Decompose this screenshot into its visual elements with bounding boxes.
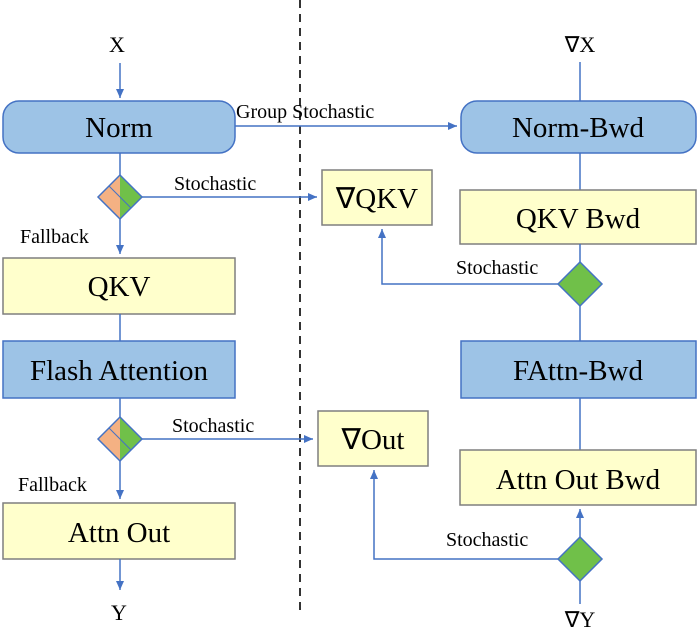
flash-attention-label: Flash Attention (30, 355, 209, 387)
stochastic-label-out: Stochastic (172, 415, 254, 437)
arrow-stochastic-bwd-to-grad-qkv (378, 229, 558, 285)
stochastic-label-bwd-qkv: Stochastic (456, 257, 538, 279)
decision-diamond-1 (96, 173, 144, 221)
fattn-bwd-label: FAttn-Bwd (513, 355, 643, 387)
output-y-label: Y (111, 600, 127, 625)
qkv-bwd-label: QKV Bwd (516, 203, 641, 235)
attn-out-label: Attn Out (68, 517, 170, 549)
attn-out-bwd-box (459, 449, 697, 506)
grad-x-label: ∇X (564, 32, 596, 57)
norm-bwd-label: Norm-Bwd (512, 112, 645, 144)
grad-out-label: ∇Out (341, 424, 405, 456)
grad-qkv-label: ∇QKV (335, 183, 418, 215)
stochastic-label-bwd-out: Stochastic (446, 529, 528, 551)
norm-bwd-box (460, 100, 697, 154)
attn-out-bwd-label: Attn Out Bwd (496, 464, 661, 496)
stochastic-label-qkv: Stochastic (174, 173, 256, 195)
arrow-stochastic-bwd-to-grad-out (370, 470, 558, 560)
decision-diamond-3 (556, 260, 604, 308)
fallback-label-2: Fallback (18, 474, 87, 496)
fattn-bwd-box (460, 340, 697, 399)
qkv-bwd-box (459, 189, 697, 245)
grad-qkv-box (321, 169, 433, 226)
grad-y-label: ∇Y (564, 607, 596, 632)
fallback-label-1: Fallback (20, 226, 89, 248)
qkv-label: QKV (88, 271, 151, 303)
decision-diamond-2 (96, 415, 144, 463)
input-x-label: X (109, 32, 125, 57)
attn-out-box (2, 502, 236, 560)
qkv-box (2, 257, 236, 315)
group-stochastic-label: Group Stochastic (236, 101, 374, 123)
decision-diamond-4 (556, 535, 604, 583)
flash-attention-box (2, 340, 236, 399)
grad-out-box (317, 410, 429, 467)
norm-box (2, 100, 236, 154)
norm-label: Norm (85, 112, 153, 144)
